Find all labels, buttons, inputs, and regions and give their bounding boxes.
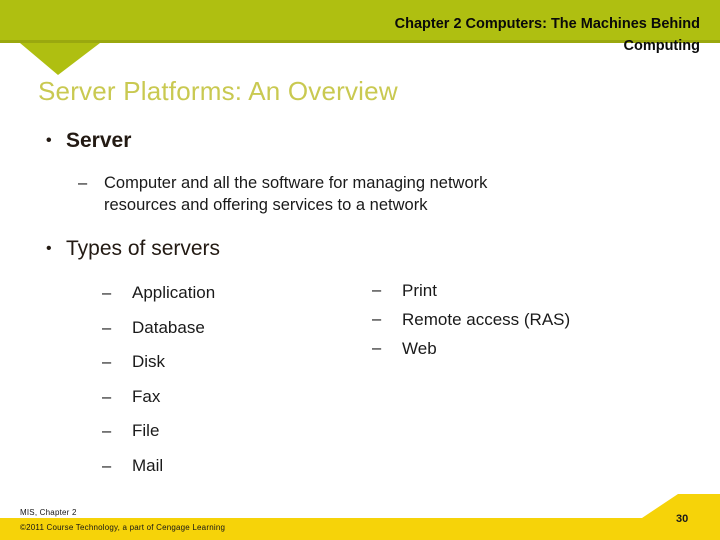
- list-item-label: Application: [132, 283, 216, 302]
- bullet-server: • Server: [40, 128, 690, 154]
- list-item: – Database: [100, 311, 380, 346]
- sub-bullet-line-2: resources and offering services to a net…: [104, 196, 428, 214]
- dash-icon: –: [102, 456, 112, 475]
- list-item-label: File: [132, 421, 160, 440]
- footer-source: MIS, Chapter 2: [20, 508, 77, 517]
- sub-bullet-server-definition-row: – Computer and all the software for mana…: [74, 172, 674, 216]
- bullet-server-row: • Server: [40, 128, 690, 154]
- list-item-label: Disk: [132, 352, 166, 371]
- dash-icon: –: [102, 318, 112, 337]
- header-triangle-notch-icon: [20, 43, 100, 75]
- list-item-label: Fax: [132, 386, 161, 406]
- list-item: – Disk: [100, 345, 380, 380]
- list-item: – Remote access (RAS): [370, 305, 670, 334]
- footer-yellow-band: [0, 518, 720, 540]
- dash-icon: –: [372, 281, 382, 299]
- dash-icon: –: [372, 310, 382, 328]
- list-item: – Application: [100, 276, 380, 311]
- list-item-label: Web: [402, 339, 437, 358]
- dash-icon: –: [102, 422, 112, 440]
- list-item: – Fax: [100, 380, 380, 415]
- page-title: Server Platforms: An Overview: [38, 76, 398, 106]
- dash-icon: –: [372, 339, 382, 357]
- chapter-title-line-1: Chapter 2 Computers: The Machines Behind: [394, 16, 700, 32]
- chapter-title: Chapter 2 Computers: The Machines Behind…: [200, 13, 700, 57]
- footer-copyright: ©2011 Course Technology, a part of Cenga…: [20, 523, 226, 532]
- bullet-types-row: • Types of servers: [40, 236, 690, 262]
- footer-triangle-icon: [642, 494, 720, 518]
- bullet-types-of-servers: • Types of servers: [40, 236, 690, 262]
- dash-icon: –: [102, 387, 112, 406]
- server-types-left-column: – Application – Database – Disk – Fax –: [100, 276, 380, 483]
- header-green-band: [0, 0, 720, 40]
- dash-icon: –: [102, 284, 112, 302]
- dash-icon: –: [78, 174, 88, 192]
- bullet-server-label: Server: [66, 129, 132, 152]
- list-item: – Web: [370, 334, 670, 363]
- list-item: – File: [100, 414, 380, 449]
- bullet-types-label: Types of servers: [66, 237, 221, 260]
- bullet-dot-icon: •: [46, 240, 52, 257]
- sub-bullet-line-1: Computer and all the software for managi…: [104, 174, 488, 192]
- list-item: – Print: [370, 276, 670, 305]
- list-item-label: Database: [132, 317, 205, 337]
- dash-icon: –: [102, 353, 112, 371]
- bullet-dot-icon: •: [46, 132, 52, 149]
- list-item-label: Mail: [132, 455, 164, 475]
- page-number: 30: [676, 513, 689, 525]
- list-item-label: Print: [402, 281, 437, 300]
- server-types-right-column: – Print – Remote access (RAS) – Web: [370, 276, 670, 363]
- list-item-label: Remote access (RAS): [402, 310, 571, 329]
- header-band-edge: [0, 40, 720, 43]
- chapter-title-line-2: Computing: [623, 38, 700, 54]
- sub-bullet-server-definition: – Computer and all the software for mana…: [74, 172, 674, 216]
- list-item: – Mail: [100, 449, 380, 484]
